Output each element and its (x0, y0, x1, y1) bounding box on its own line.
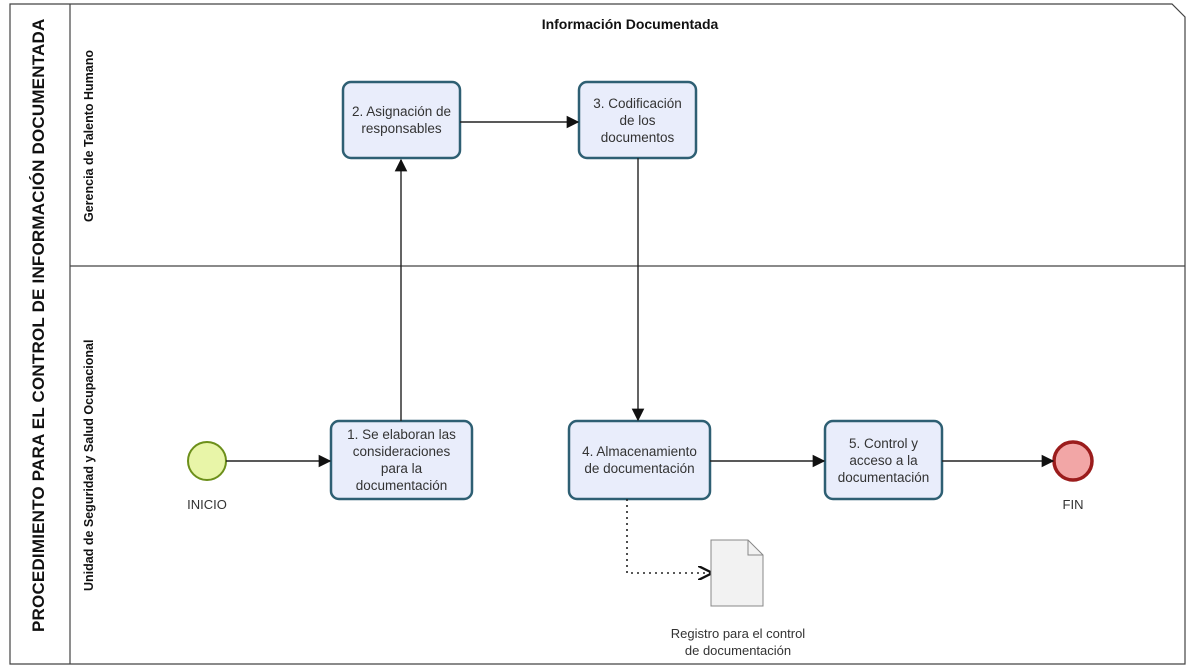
pool-title: PROCEDIMIENTO PARA EL CONTROL DE INFORMA… (29, 18, 48, 632)
start-event-label: INICIO (187, 497, 227, 512)
end-event[interactable] (1052, 440, 1094, 482)
task-5[interactable] (823, 419, 944, 501)
pool-header-title: Información Documentada (541, 16, 719, 32)
document-label: Registro para el control de documentació… (670, 626, 806, 658)
lane-label-seguridad-salud: Unidad de Seguridad y Salud Ocupacional (82, 339, 96, 591)
document-icon[interactable] (710, 539, 764, 607)
task-2[interactable] (341, 80, 462, 160)
lane-label-talento-humano: Gerencia de Talento Humano (82, 49, 96, 223)
task-1[interactable] (329, 419, 474, 501)
task-4[interactable] (567, 419, 712, 501)
start-event[interactable] (187, 441, 227, 481)
task-3[interactable] (577, 80, 698, 160)
data-association[interactable] (626, 499, 711, 573)
document-fold (747, 540, 763, 556)
pool-border (9, 3, 1186, 665)
end-event-label: FIN (1062, 497, 1084, 512)
